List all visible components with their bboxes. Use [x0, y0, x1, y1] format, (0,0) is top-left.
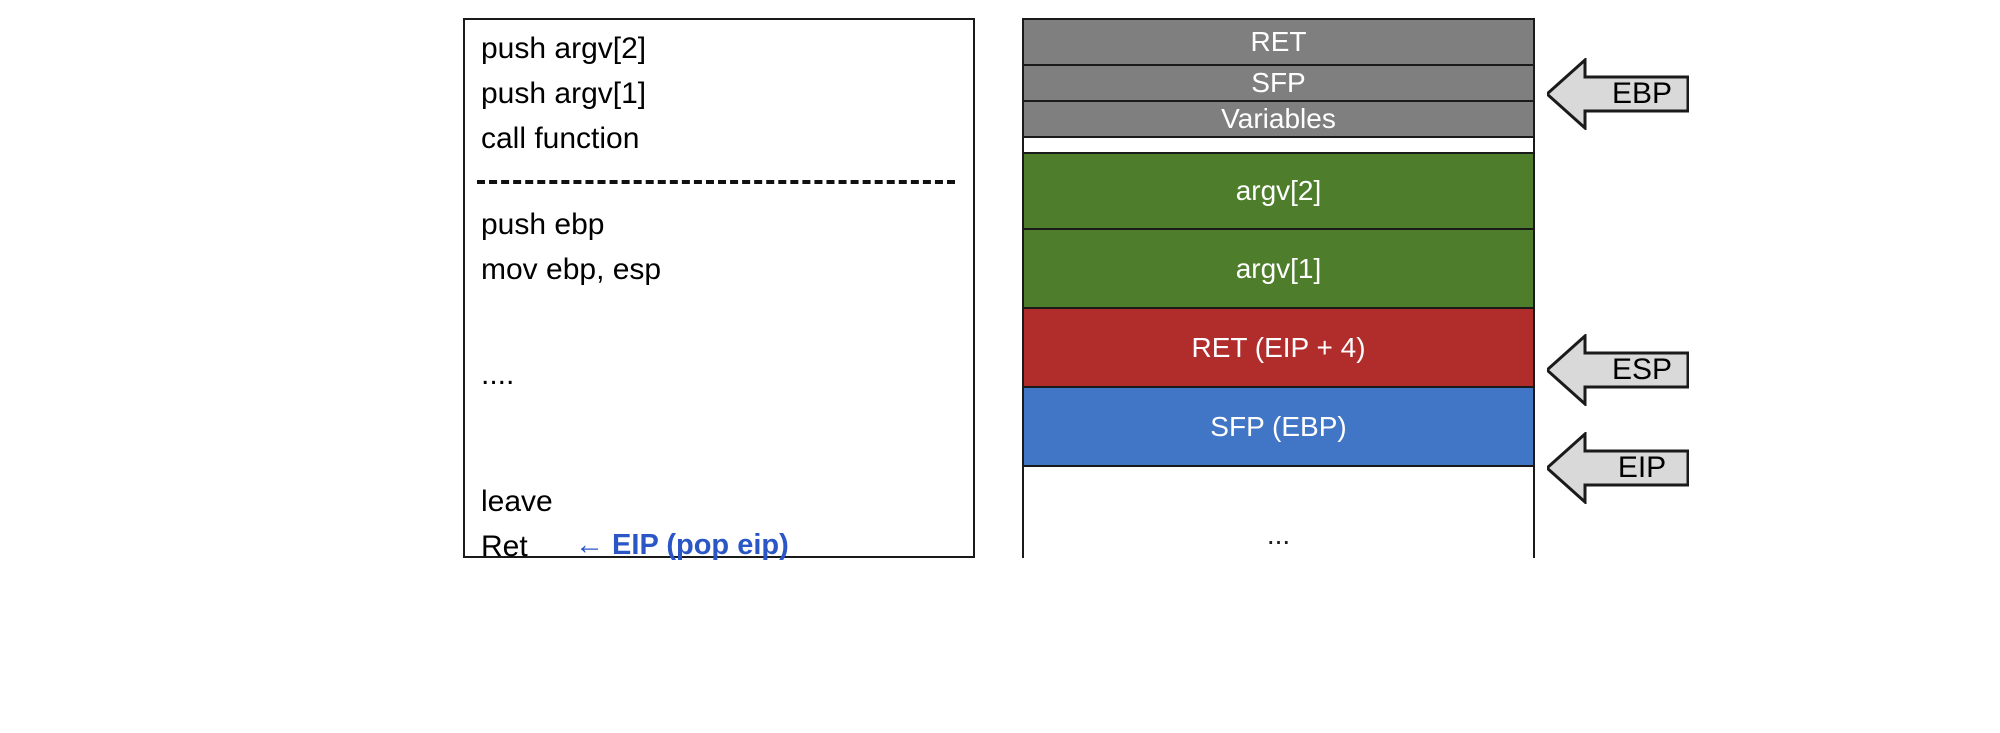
stack-row-label: ...: [1266, 518, 1291, 550]
code-line-push-ebp: push ebp: [481, 208, 605, 241]
esp-pointer-arrow: ESP: [1547, 334, 1689, 406]
code-line-push-argv2: push argv[2]: [481, 32, 647, 65]
esp-pointer-label: ESP: [1611, 353, 1673, 386]
stack-row-argv1: argv[1]: [1024, 230, 1533, 309]
stack-row-ret-eip: RET (EIP + 4): [1024, 309, 1533, 388]
code-line-push-argv1: push argv[1]: [481, 77, 647, 110]
stack-row-label: Variables: [1221, 103, 1336, 134]
code-line-leave: leave: [481, 485, 553, 518]
eip-pointer-label: EIP: [1617, 451, 1667, 484]
left-arrow-icon: [1547, 58, 1689, 130]
eip-pointer-arrow: EIP: [1547, 432, 1689, 504]
code-line-ellipsis: ....: [481, 358, 515, 391]
left-arrow-icon: [1547, 432, 1689, 504]
code-line-call-function: call function: [481, 122, 640, 155]
stack-row-variables: Variables: [1024, 102, 1533, 138]
stack-row-sfp-ebp: SFP (EBP): [1024, 388, 1533, 467]
stack-row-gap: [1024, 138, 1533, 154]
code-line-mov-ebp-esp: mov ebp, esp: [481, 253, 662, 286]
ebp-pointer-label: EBP: [1611, 77, 1673, 110]
stack-row-label: SFP (EBP): [1210, 410, 1347, 442]
stack-diagram-panel: RET SFP Variables argv[2] argv[1] RET (E…: [1022, 18, 1535, 602]
stack-row-label: SFP: [1251, 67, 1306, 98]
ebp-pointer-arrow: EBP: [1547, 58, 1689, 130]
assembly-code-panel: push argv[2] push argv[1] call function …: [463, 18, 975, 562]
eip-pop-annotation: ← EIP (pop eip): [575, 529, 789, 561]
stack-row-label: RET (EIP + 4): [1191, 331, 1366, 363]
left-arrow-icon: [1547, 334, 1689, 406]
code-line-ret: Ret: [481, 530, 528, 563]
code-section-divider: [477, 180, 955, 184]
stack-row-argv2: argv[2]: [1024, 154, 1533, 230]
stack-row-label: argv[1]: [1235, 252, 1322, 284]
stack-row-label: RET: [1250, 26, 1307, 57]
stack-row-ret-caller: RET: [1024, 20, 1533, 66]
stack-row-remaining: ...: [1024, 467, 1533, 602]
stack-row-sfp-caller: SFP: [1024, 66, 1533, 102]
stack-row-label: argv[2]: [1235, 175, 1322, 206]
